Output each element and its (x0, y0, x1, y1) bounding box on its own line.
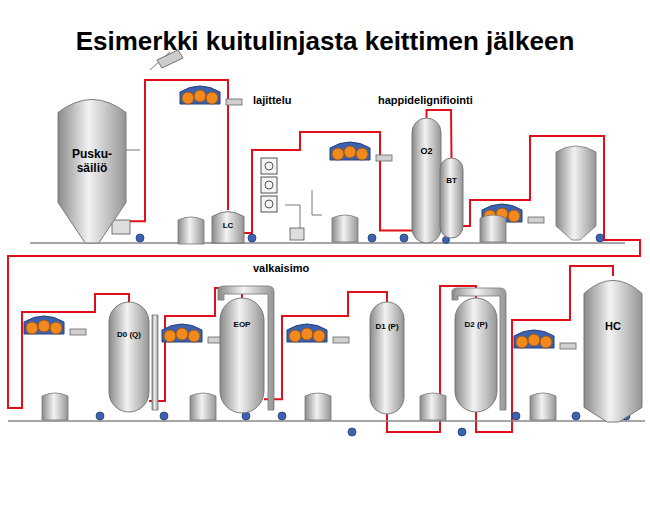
vessel-label: O2 (414, 118, 439, 156)
vessel-label: BT (442, 158, 461, 185)
vessel: O2 (412, 118, 441, 243)
vessel-outline (412, 118, 441, 243)
vessel-outline (370, 302, 404, 414)
vessel-label: D1 (P) (372, 302, 402, 331)
pulp-pipe (244, 132, 412, 233)
vessel: D1 (P) (370, 302, 404, 414)
pipe-line (264, 292, 387, 399)
pulp-pipe (264, 292, 387, 399)
vessel-label: EOP (222, 298, 262, 329)
diagram-title: Esimerkki kuitulinjasta keittimen jälkee… (0, 26, 650, 57)
vessel: D0 (Q) (109, 302, 149, 412)
vessel: BT (440, 158, 463, 238)
standpipes (152, 286, 506, 410)
vessel-outline (455, 298, 497, 412)
section-label: happidelignifiointi (377, 94, 474, 106)
pipe-line (244, 132, 412, 233)
vessel-outline (220, 298, 264, 413)
section-label: valkaisimo (252, 262, 310, 274)
floor-line (8, 243, 645, 421)
vessel: LC (212, 210, 244, 243)
vessel-outline (584, 276, 642, 422)
vessel-label: D0 (Q) (111, 302, 147, 339)
vessel-outline (440, 158, 463, 238)
storage-tank (556, 146, 596, 240)
vessel-label: Pusku- säiliö (66, 98, 118, 176)
vessel-outline (109, 302, 149, 412)
vessel: Pusku- säiliö (58, 98, 126, 243)
screens (261, 158, 277, 212)
section-label: lajittelu (252, 94, 293, 106)
pumps (96, 234, 630, 436)
vessel: HC (584, 276, 642, 422)
vessel-label: HC (586, 276, 640, 333)
vessel: D2 (P) (455, 298, 497, 412)
filtrate-tanks (42, 215, 556, 420)
vessel-label: D2 (P) (457, 298, 495, 329)
vessel: EOP (220, 298, 264, 413)
auxiliary-lines (112, 50, 322, 240)
vessel-label: LC (214, 210, 242, 230)
